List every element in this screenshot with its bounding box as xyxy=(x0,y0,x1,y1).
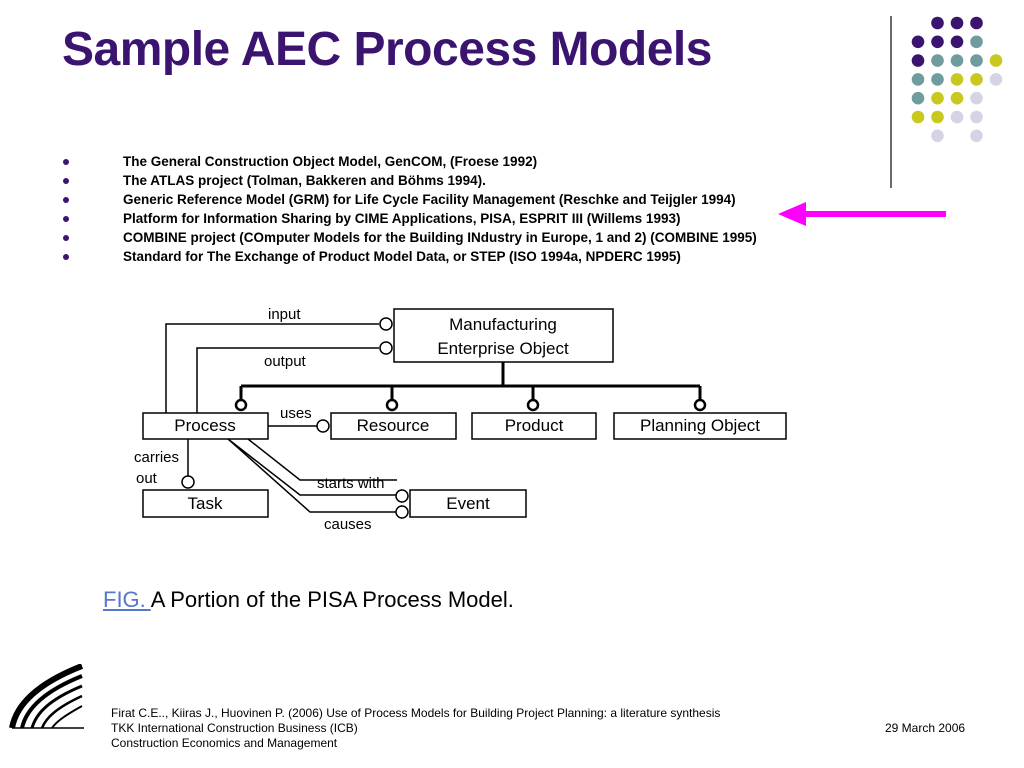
decorative-dot xyxy=(931,73,944,86)
university-logo xyxy=(9,664,84,729)
footer: Firat C.E.., Kiiras J., Huovinen P. (200… xyxy=(111,706,720,751)
causes-connector xyxy=(227,438,397,513)
decorative-dot xyxy=(970,91,983,105)
figure-link[interactable]: FIG. xyxy=(103,587,151,612)
box-product xyxy=(471,412,597,440)
connector-circle xyxy=(234,398,248,412)
decorative-dot xyxy=(931,35,944,49)
bullet-dot xyxy=(63,197,69,203)
decorative-dot xyxy=(989,73,1003,86)
input-connector xyxy=(165,323,379,413)
box-label: Event xyxy=(446,494,490,513)
box-label: Task xyxy=(188,494,223,513)
carries-out-label: out xyxy=(136,470,158,487)
connector-circle xyxy=(379,317,393,331)
decorative-dot xyxy=(950,54,964,67)
list-item: The ATLAS project (Tolman, Bakkeren and … xyxy=(60,171,757,190)
decorative-dot xyxy=(931,91,944,105)
decorative-dot xyxy=(970,129,983,143)
input-label: input xyxy=(268,306,301,323)
box-label: Enterprise Object xyxy=(437,339,569,358)
list-item: Standard for The Exchange of Product Mod… xyxy=(60,247,757,266)
footer-date: 29 March 2006 xyxy=(885,721,966,735)
decorative-dot xyxy=(911,35,925,49)
pisa-process-diagram: Manufacturing Enterprise Object input ou… xyxy=(134,306,787,533)
decorative-dot xyxy=(950,73,964,86)
output-label: output xyxy=(264,353,307,370)
connector-circle xyxy=(181,475,195,489)
decorative-dot xyxy=(970,35,983,49)
bullet-dot xyxy=(63,254,69,260)
connector-circle xyxy=(526,398,540,412)
decorative-dot xyxy=(911,91,925,105)
connector-circle xyxy=(316,419,330,433)
decorative-dot xyxy=(931,54,944,67)
decorative-dot xyxy=(950,91,964,105)
starts-with-connector xyxy=(227,438,397,496)
footer-citation: Firat C.E.., Kiiras J., Huovinen P. (200… xyxy=(111,706,721,720)
decorative-dot xyxy=(950,110,964,124)
decorative-dot xyxy=(931,110,944,124)
starts-with-connector xyxy=(247,438,397,481)
decorative-dot xyxy=(911,110,925,124)
starts-with-label: starts with xyxy=(317,475,385,492)
decorative-dot xyxy=(911,73,925,86)
decorative-dot xyxy=(970,54,983,67)
list-item: COMBINE project (COmputer Models for the… xyxy=(60,228,757,247)
box-task xyxy=(142,489,269,518)
footer-organization: TKK International Construction Business … xyxy=(111,721,358,735)
footer-department: Construction Economics and Management xyxy=(111,736,338,750)
decorative-dot xyxy=(931,129,944,143)
box-label: Resource xyxy=(357,416,430,435)
box-label: Manufacturing xyxy=(449,315,557,334)
decorative-dot-grid xyxy=(911,16,1003,143)
box-label: Product xyxy=(505,416,564,435)
box-manufacturing-enterprise-object xyxy=(393,308,614,363)
bullet-dot xyxy=(63,178,69,184)
box-planning-object xyxy=(613,412,787,440)
decorative-dot xyxy=(911,54,925,67)
carries-out-label: carries xyxy=(134,449,179,466)
decorative-dot xyxy=(950,35,964,49)
box-label: Process xyxy=(174,416,235,435)
list-item: Platform for Information Sharing by CIME… xyxy=(60,209,757,228)
reference-list: The General Construction Object Model, G… xyxy=(60,152,757,266)
bullet-dot xyxy=(63,159,69,165)
box-process xyxy=(142,412,269,440)
uses-label: uses xyxy=(280,405,312,422)
divider-line xyxy=(890,16,892,188)
decorative-dot xyxy=(931,16,944,30)
decorative-dot xyxy=(970,16,983,30)
box-resource xyxy=(330,412,457,440)
connector-circle xyxy=(693,398,707,412)
list-item: The General Construction Object Model, G… xyxy=(60,152,757,171)
decorative-dot xyxy=(970,73,983,86)
box-label: Planning Object xyxy=(640,416,760,435)
causes-label: causes xyxy=(324,516,372,533)
decorative-dot xyxy=(970,110,983,124)
connector-circle xyxy=(379,341,393,355)
list-item: Generic Reference Model (GRM) for Life C… xyxy=(60,190,757,209)
caption-text: A Portion of the PISA Process Model. xyxy=(150,587,514,612)
decorative-dot xyxy=(950,16,964,30)
slide-title: Sample AEC Process Models xyxy=(62,23,712,76)
bullet-dot xyxy=(63,235,69,241)
connector-circle xyxy=(395,489,409,503)
figure-caption: FIG. A Portion of the PISA Process Model… xyxy=(103,587,514,613)
connector-circle xyxy=(385,398,399,412)
decorative-dot xyxy=(989,54,1003,67)
box-event xyxy=(409,489,527,518)
connector-circle xyxy=(395,505,409,519)
highlight-arrow-icon xyxy=(778,202,946,226)
bullet-dot xyxy=(63,216,69,222)
output-connector xyxy=(196,347,379,413)
